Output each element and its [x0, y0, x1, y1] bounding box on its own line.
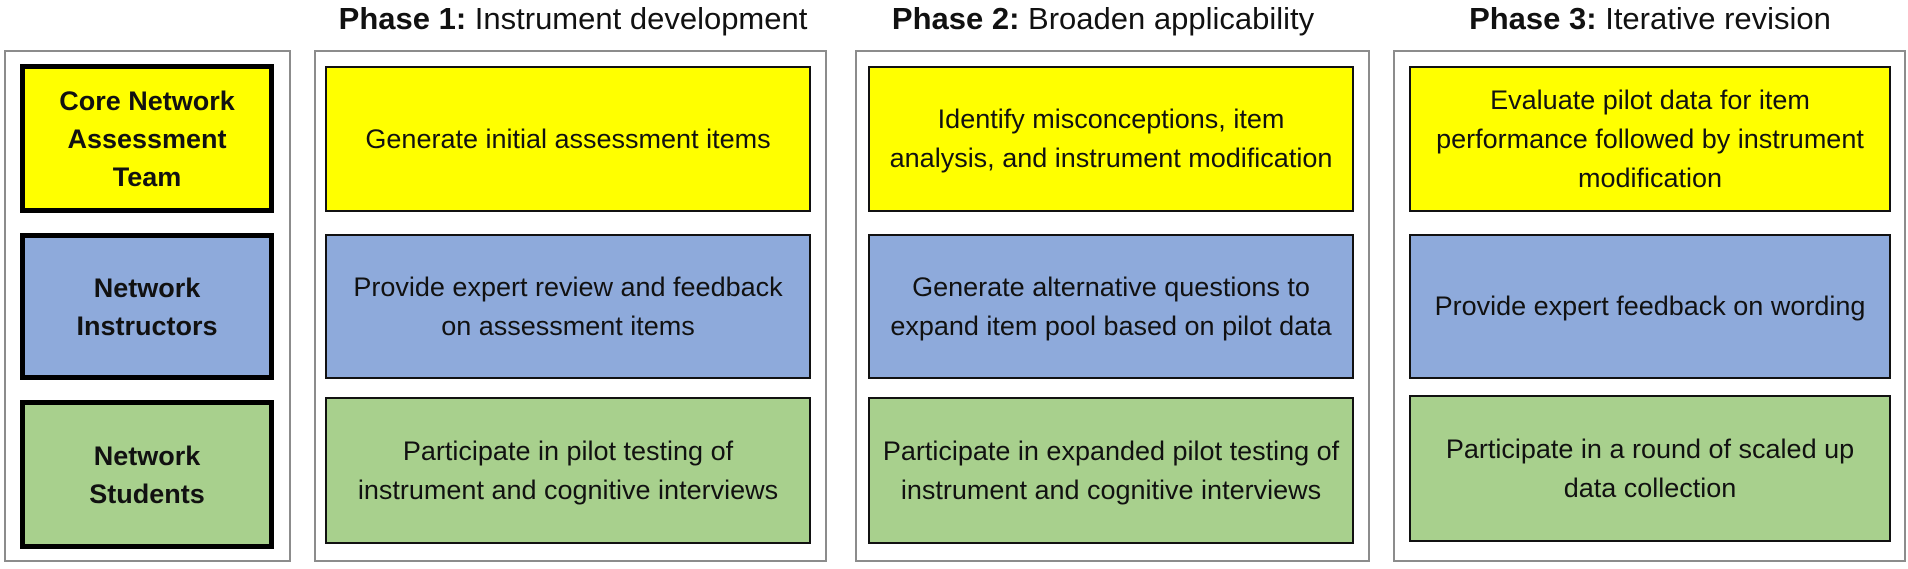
phase-1-name: Instrument development: [474, 1, 808, 36]
phase-1-students-task: Participate in pilot testing of instrume…: [325, 397, 811, 544]
phase-2-instructors-task: Generate alternative questions to expand…: [868, 234, 1354, 379]
phase-3-students-task: Participate in a round of scaled up data…: [1409, 395, 1891, 542]
phase-3-number: Phase 3:: [1469, 1, 1597, 36]
role-network-instructors: Network Instructors: [20, 233, 274, 380]
phase-3-title: Phase 3: Iterative revision: [1440, 0, 1860, 40]
roles-panel: Core Network Assessment Team Network Ins…: [4, 50, 291, 562]
phase-3-core-team-task: Evaluate pilot data for item performance…: [1409, 66, 1891, 212]
phase-2-name: Broaden applicability: [1028, 1, 1315, 36]
phase-1-instructors-task: Provide expert review and feedback on as…: [325, 234, 811, 379]
phase-2-students-task: Participate in expanded pilot testing of…: [868, 397, 1354, 544]
phase-1-number: Phase 1:: [338, 1, 467, 36]
task-text: Provide expert feedback on wording: [1434, 291, 1866, 321]
task-text: Evaluate pilot data for item performance…: [1436, 84, 1864, 193]
task-text: Participate in a round of scaled up data…: [1445, 433, 1855, 503]
task-text: Participate in pilot testing of instrume…: [357, 435, 779, 505]
phase-2-number: Phase 2:: [891, 1, 1020, 36]
phase-1-panel: Generate initial assessment items Provid…: [314, 50, 827, 562]
task-text: Generate alternative questions to expand…: [890, 271, 1332, 341]
role-label: Core Network Assessment Team: [59, 85, 235, 192]
role-core-network-assessment-team: Core Network Assessment Team: [20, 64, 274, 213]
task-text: Provide expert review and feedback on as…: [353, 271, 783, 341]
role-label: Network Students: [89, 440, 205, 509]
phase-2-panel: Identify misconceptions, item analysis, …: [855, 50, 1370, 562]
phase-2-title: Phase 2: Broaden applicability: [868, 0, 1338, 40]
phase-3-name: Iterative revision: [1605, 1, 1831, 36]
phase-2-core-team-task: Identify misconceptions, item analysis, …: [868, 66, 1354, 212]
phase-3-panel: Evaluate pilot data for item performance…: [1393, 50, 1906, 562]
phase-3-instructors-task: Provide expert feedback on wording: [1409, 234, 1891, 379]
task-text: Generate initial assessment items: [365, 123, 771, 154]
task-text: Identify misconceptions, item analysis, …: [889, 104, 1333, 173]
task-text: Participate in expanded pilot testing of…: [882, 435, 1340, 505]
role-label: Network Instructors: [76, 272, 218, 341]
phase-1-title: Phase 1: Instrument development: [313, 0, 833, 40]
phase-1-core-team-task: Generate initial assessment items: [325, 66, 811, 212]
role-network-students: Network Students: [20, 400, 274, 549]
